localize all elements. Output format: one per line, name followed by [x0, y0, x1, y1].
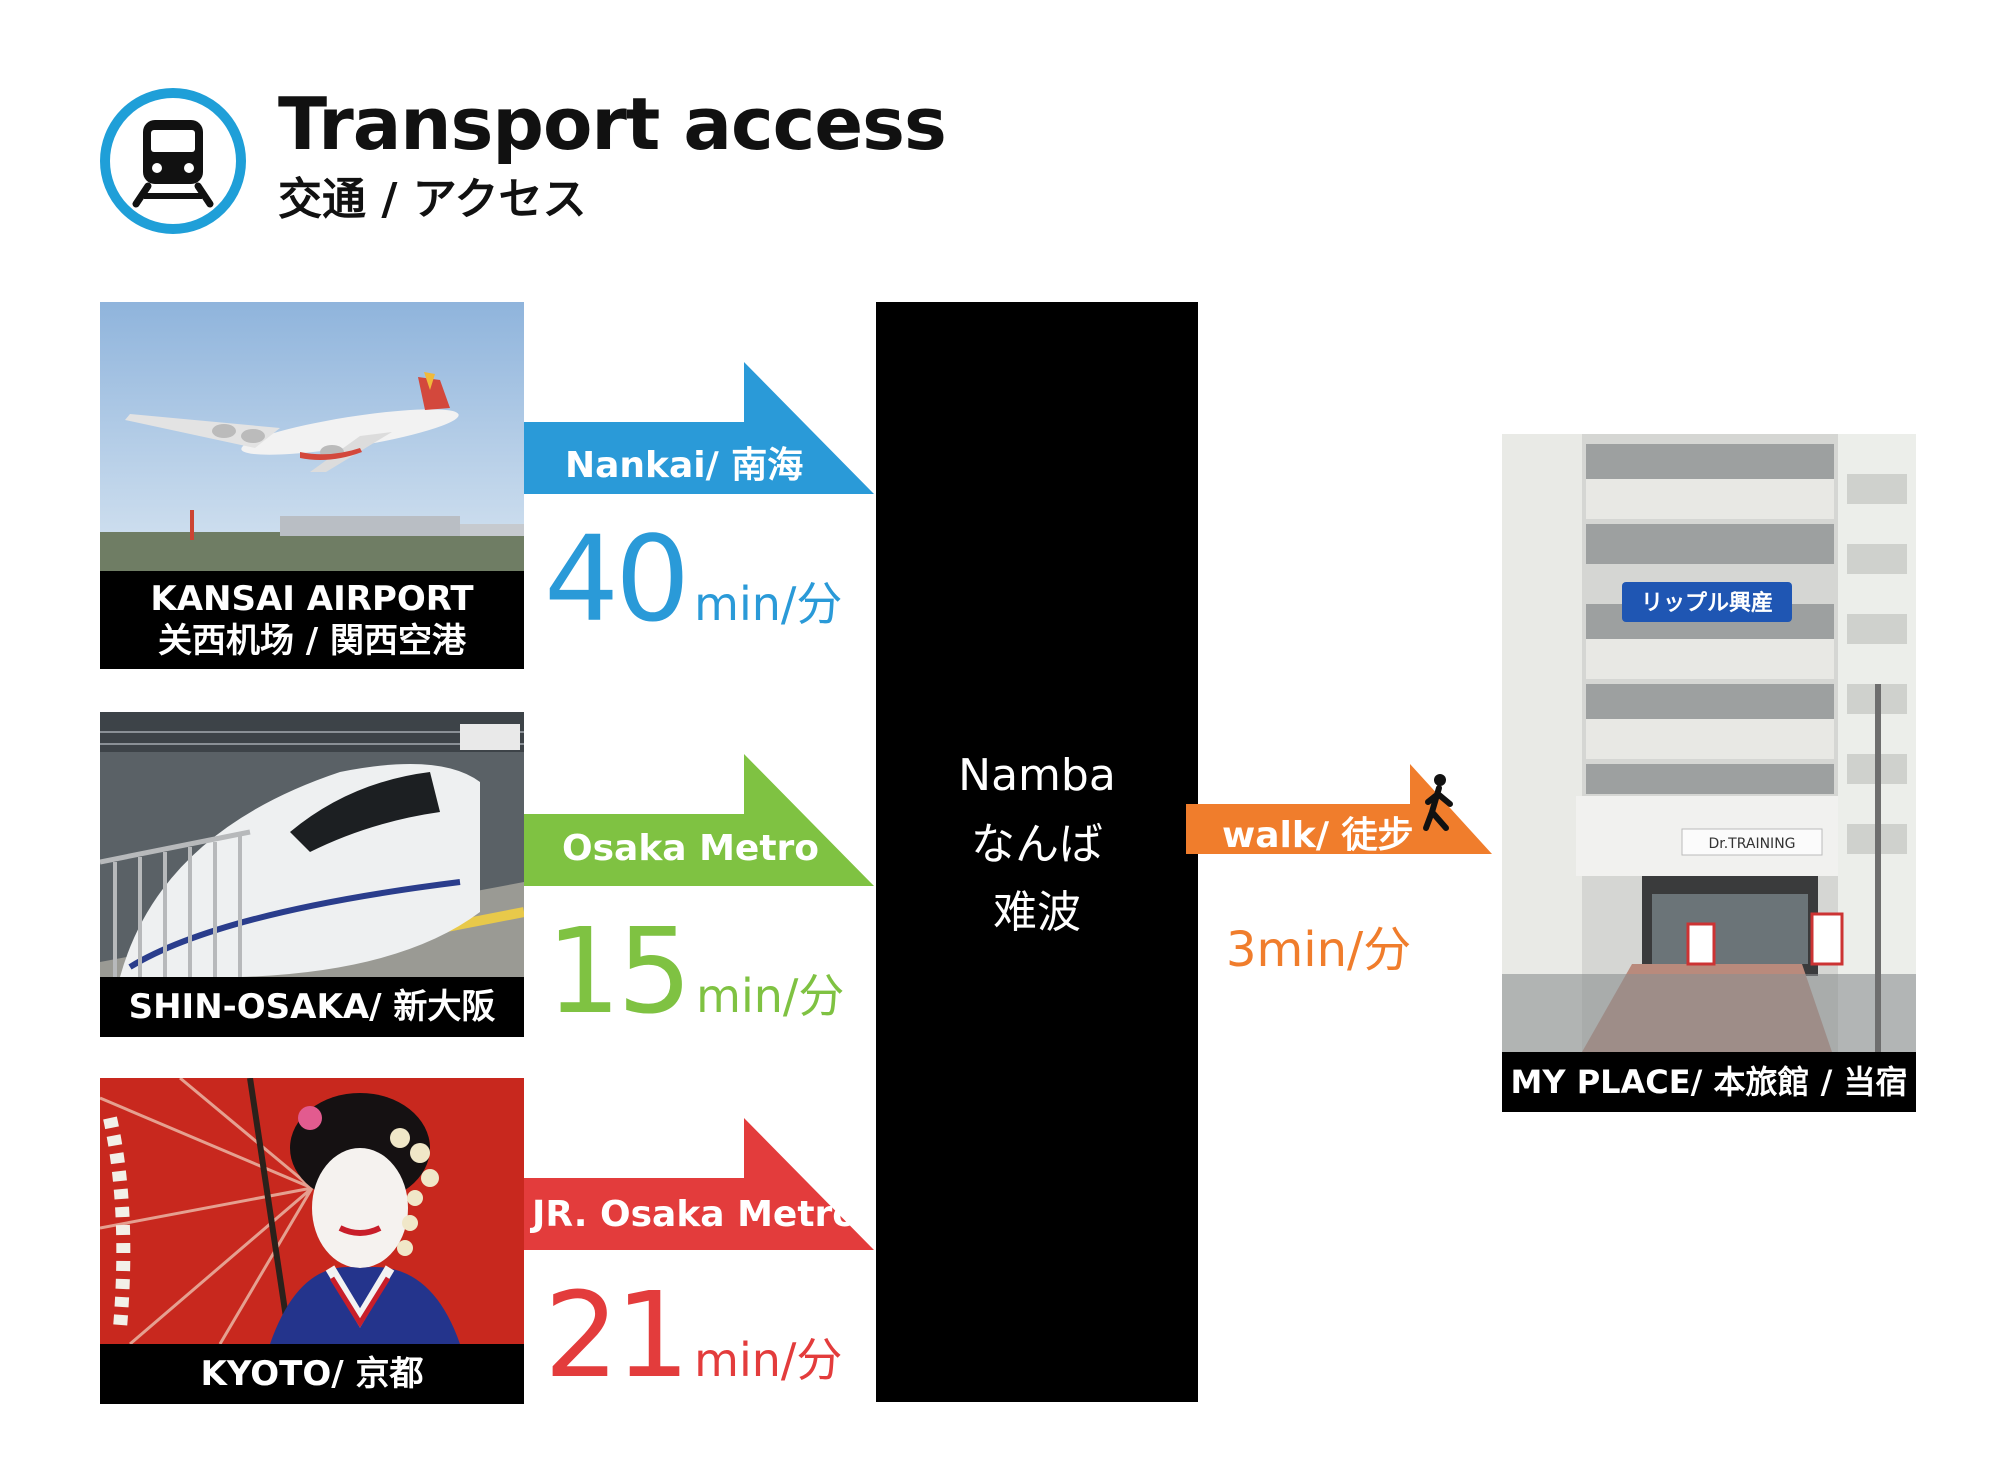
- hotel-building-photo: リップル興産 Dr.TRAINING: [1502, 434, 1916, 1052]
- page-subtitle: 交通 / アクセス: [278, 174, 587, 225]
- train-icon: [100, 88, 246, 234]
- route-label: Nankai/ 南海: [565, 445, 804, 486]
- route-arrow-nankai: [524, 362, 874, 494]
- origin-card-shin-osaka: SHIN-OSAKA/ 新大阪: [100, 712, 524, 1037]
- origin-caption: SHIN-OSAKA/ 新大阪: [100, 977, 524, 1037]
- shop-sign: Dr.TRAINING: [1708, 836, 1795, 852]
- origin-card-kyoto: KYOTO/ 京都: [100, 1078, 524, 1404]
- origin-card-kansai: KANSAI AIRPORT 关西机场 / 関西空港: [100, 302, 524, 669]
- bullet-train-photo: [100, 712, 524, 977]
- geisha-photo: [100, 1078, 524, 1344]
- route-arrow-osaka-metro: [524, 754, 874, 886]
- airplane-photo: [100, 302, 524, 571]
- route-arrow-jr-osaka-metro: [524, 1118, 874, 1250]
- destination-card: リップル興産 Dr.TRAINING MY PLACE/ 本旅館 / 当宿: [1502, 434, 1916, 1112]
- namba-hub: Namba なんば 难波: [876, 302, 1198, 1402]
- page-title: Transport access: [278, 82, 947, 166]
- walk-arrow: [1186, 764, 1492, 854]
- walk-time: 3min/分: [1226, 922, 1412, 978]
- destination-caption: MY PLACE/ 本旅館 / 当宿: [1502, 1052, 1916, 1112]
- origin-caption: KYOTO/ 京都: [100, 1344, 524, 1404]
- route-label: JR. Osaka Metro: [532, 1194, 858, 1235]
- building-sign: リップル興産: [1641, 590, 1773, 616]
- route-label: Osaka Metro: [562, 828, 820, 869]
- hub-name-jp: なんば: [971, 818, 1103, 870]
- hub-name-en: Namba: [958, 750, 1116, 801]
- origin-caption: KANSAI AIRPORT 关西机场 / 関西空港: [100, 571, 524, 669]
- hub-name-cn: 难波: [993, 887, 1081, 939]
- walk-label: walk/ 徒步: [1222, 815, 1414, 856]
- walking-person-icon: [1423, 774, 1453, 831]
